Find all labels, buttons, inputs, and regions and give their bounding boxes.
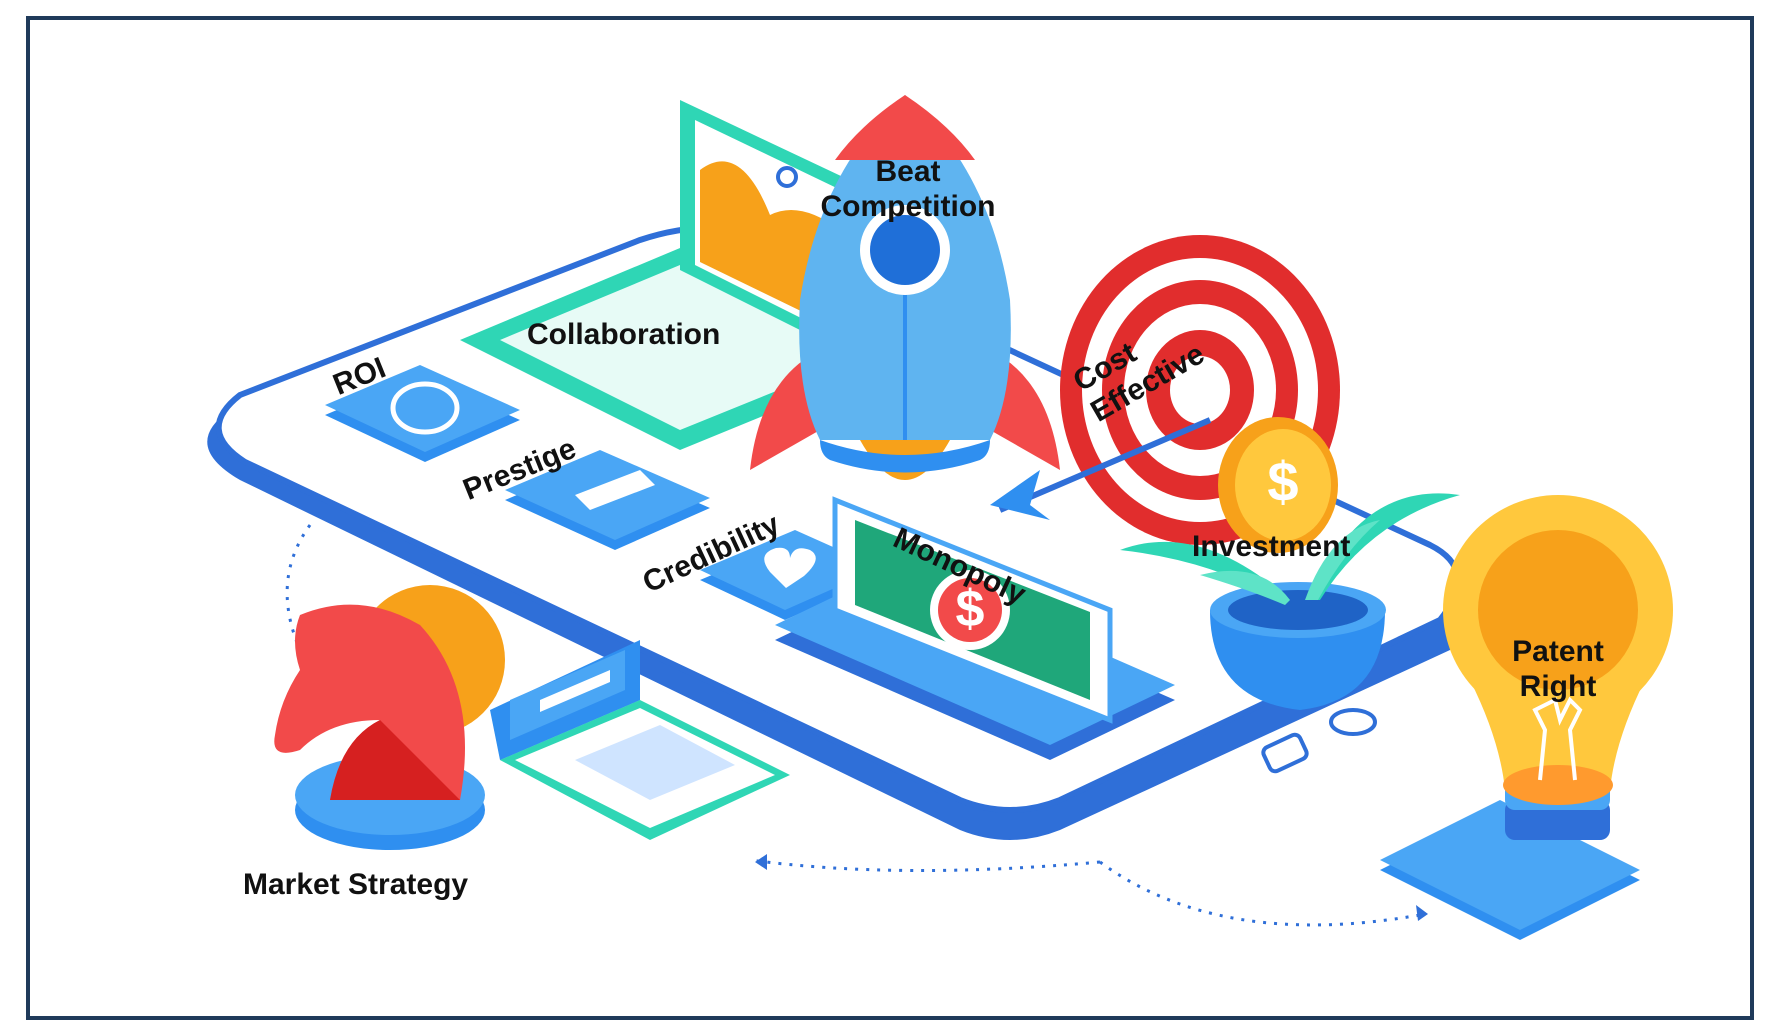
puzzle-piece-icon xyxy=(1380,800,1640,940)
dotted-connectors xyxy=(285,524,1421,927)
label-patent: Patent xyxy=(1512,635,1604,668)
search-icon xyxy=(776,166,798,188)
lightbulb-icon xyxy=(1443,495,1673,840)
label-beat: Beat xyxy=(875,155,941,188)
arrowhead-icon xyxy=(755,854,767,870)
coin-dollar-icon: $ xyxy=(1267,450,1299,513)
label-investment: Investment xyxy=(1192,530,1351,563)
briefcase-icon xyxy=(490,640,790,840)
prestige-tile xyxy=(505,450,710,550)
investment-plant-icon xyxy=(1120,417,1460,710)
rocket-small-icon xyxy=(575,470,655,510)
label-patent-right: Patent Right xyxy=(1478,635,1638,704)
label-market-strategy: Market Strategy xyxy=(243,868,469,901)
label-right: Right xyxy=(1519,669,1597,703)
label-collaboration: Collaboration xyxy=(527,318,721,351)
chess-knight-icon xyxy=(274,585,505,850)
label-beat-competition: Beat Competition xyxy=(798,155,1018,224)
heart-icon xyxy=(764,547,816,588)
rocket-icon xyxy=(750,95,1060,480)
label-competition: Competition xyxy=(820,189,996,223)
camera-icon xyxy=(1329,708,1377,736)
arrowhead-icon xyxy=(1416,905,1428,921)
lightbulb-icon xyxy=(390,381,460,435)
money-stand xyxy=(775,496,1175,760)
roi-tile xyxy=(325,365,520,462)
dollar-sign-icon: $ xyxy=(955,580,985,638)
home-button-icon xyxy=(1261,732,1309,774)
arrow-icon xyxy=(998,417,1212,513)
